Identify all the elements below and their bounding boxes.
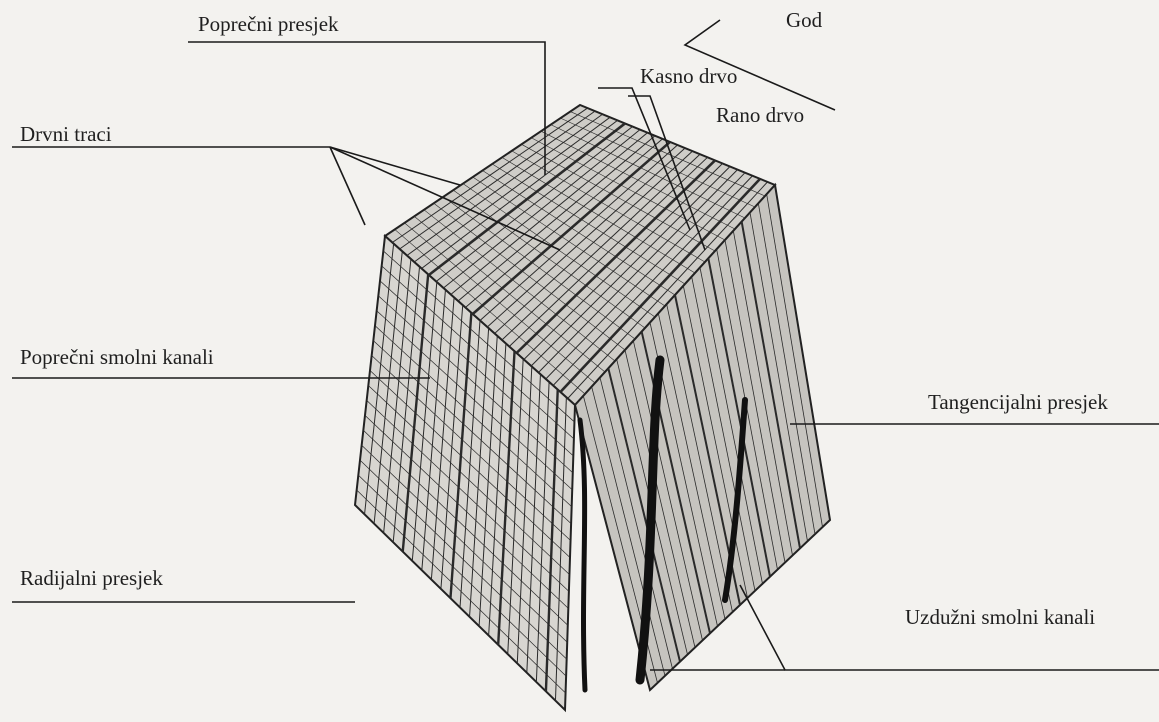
leader-drvni-traci (330, 147, 460, 185)
label-uzduzni-smolni-kanali: Uzdužni smolni kanali (905, 605, 1095, 629)
label-god: God (786, 8, 822, 32)
leader-drvni-traci (330, 147, 365, 225)
label-poprecni-presjek: Poprečni presjek (198, 12, 339, 36)
label-poprecni-smolni-kanali: Poprečni smolni kanali (20, 345, 214, 369)
label-rano-drvo: Rano drvo (716, 103, 804, 127)
label-kasno-drvo: Kasno drvo (640, 64, 737, 88)
label-radijalni-presjek: Radijalni presjek (20, 566, 163, 590)
leader-poprecni-presjek (188, 42, 545, 175)
label-drvni-traci: Drvni traci (20, 122, 112, 146)
label-tangencijalni-presjek: Tangencijalni presjek (928, 390, 1108, 414)
